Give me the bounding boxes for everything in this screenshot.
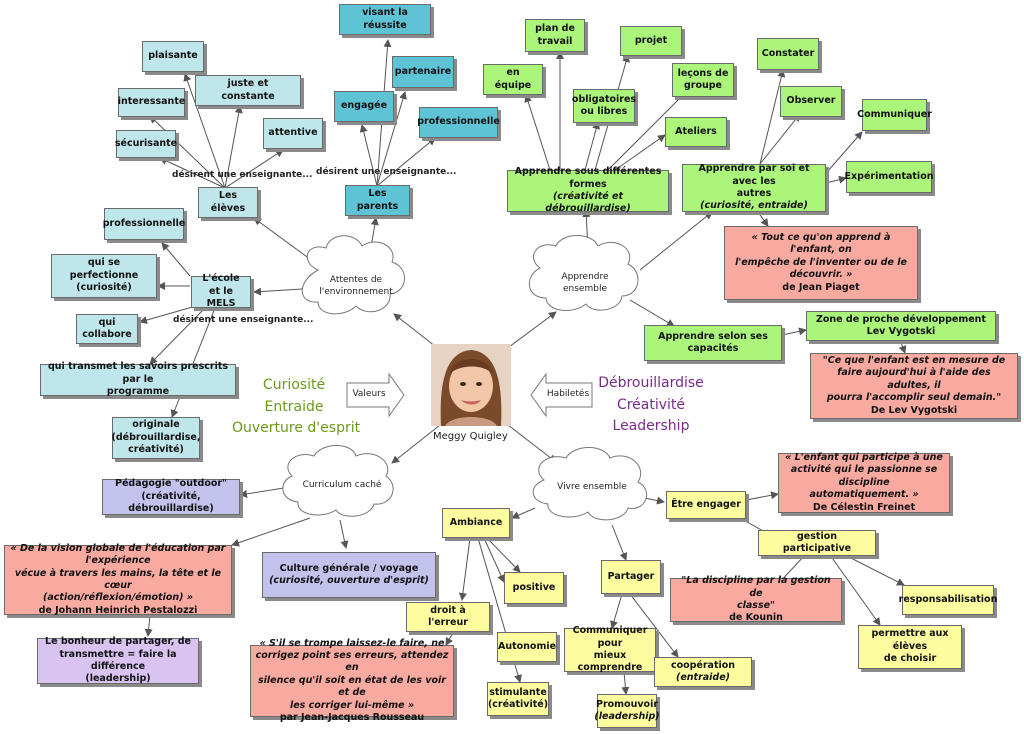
node-interessante: interessante <box>118 88 185 117</box>
node-promouvoir: Promouvoir(leadership) <box>594 694 660 728</box>
cloud-vivre-ensemble <box>532 447 648 521</box>
node-les-parents: Les parents <box>345 185 410 216</box>
cloud-curriculum <box>282 445 394 517</box>
cloud-curriculum-label: Curriculum caché <box>302 479 382 490</box>
node-projet: projet <box>620 26 682 56</box>
node-observer: Observer <box>780 86 842 117</box>
node-constater: Constater <box>757 38 819 70</box>
cloud-attentes <box>301 235 405 315</box>
skill-item: Débrouillardise <box>598 375 704 391</box>
desirent-ecole-label: désirent une enseignante... <box>173 315 314 325</box>
node-culture-generale: Culture générale / voyage(curiosité, ouv… <box>262 552 436 598</box>
node-juste-constante: juste et constante <box>195 75 301 106</box>
portrait-photo <box>431 344 511 426</box>
node-pedagogie-outdoor: Pédagogie "outdoor"(créativité, débrouil… <box>102 478 240 515</box>
node-perfectionne: qui se perfectionne(curiosité) <box>51 254 157 298</box>
desirent-eleves-label: désirent une enseignante... <box>172 170 313 180</box>
node-ateliers: Ateliers <box>665 117 727 147</box>
node-en-equipe: en équipe <box>483 64 543 95</box>
desirent-parents-label: désirent une enseignante... <box>316 167 457 177</box>
skill-item: Créativité <box>616 396 686 413</box>
value-item: Entraide <box>264 398 324 415</box>
center-name: Meggy Quigley <box>433 431 508 442</box>
node-originale: originale(débrouillardise,créativité) <box>112 417 201 459</box>
node-autonomie: Autonomie <box>497 632 557 662</box>
node-les-eleves: Les élèves <box>198 187 258 218</box>
values-list: Curiosité Entraide Ouverture d'esprit <box>232 375 361 440</box>
skills-list: Débrouillardise Créativité Leadership <box>596 373 706 438</box>
habiletes-label: Habiletés <box>546 389 590 399</box>
node-stimulante: stimulante(créativité) <box>487 682 549 716</box>
node-experimentation: Expérimentation <box>845 161 933 193</box>
node-apprendre-formes: Apprendre sous différentes formes(créati… <box>507 166 669 214</box>
node-ambiance: Ambiance <box>442 508 510 538</box>
node-cooperation: coopération(entraide) <box>654 657 752 687</box>
node-collabore: qui collabore <box>76 314 138 344</box>
node-responsabilisation: responsabilisation <box>899 585 997 615</box>
node-droit-erreur: droit à l'erreur <box>406 602 490 632</box>
value-item: Ouverture d'esprit <box>232 420 361 437</box>
node-communiquer: Communiquer <box>857 99 932 131</box>
node-etre-engager: Être engager <box>666 491 746 519</box>
node-partager: Partager <box>601 560 661 594</box>
node-partenaire: partenaire <box>392 56 454 88</box>
node-engagee: engagée <box>334 91 394 122</box>
valeurs-label: Valeurs <box>352 389 386 399</box>
node-professionnelle-ecole: professionnelle <box>103 208 185 240</box>
skill-item: Leadership <box>612 418 690 435</box>
node-quote-pestalozzi: « De la vision globale de l'éducation pa… <box>4 543 232 616</box>
cloud-vivre-label: Vivre ensemble <box>557 481 627 492</box>
node-positive: positive <box>504 572 564 604</box>
node-securisante: sécurisante <box>115 130 177 158</box>
node-plaisante: plaisante <box>142 41 204 72</box>
node-visant-reussite: visant la réussite <box>339 4 431 35</box>
habiletes-arrow <box>530 372 593 418</box>
node-attentive: attentive <box>263 118 323 149</box>
valeurs-arrow <box>346 372 405 418</box>
node-gestion-participative: gestion participative <box>758 530 876 556</box>
node-professionnelle-parents: professionnelle <box>417 107 500 138</box>
value-item: Curiosité <box>262 377 326 393</box>
cloud-apprendre-ensemble <box>529 235 639 312</box>
cloud-apprendre-label: Apprendre ensemble <box>561 271 609 294</box>
node-transmet-savoirs: qui transmet les savoirs prescrits par l… <box>40 361 236 397</box>
cloud-attentes-label: Attentes de l'environnement <box>319 274 393 297</box>
